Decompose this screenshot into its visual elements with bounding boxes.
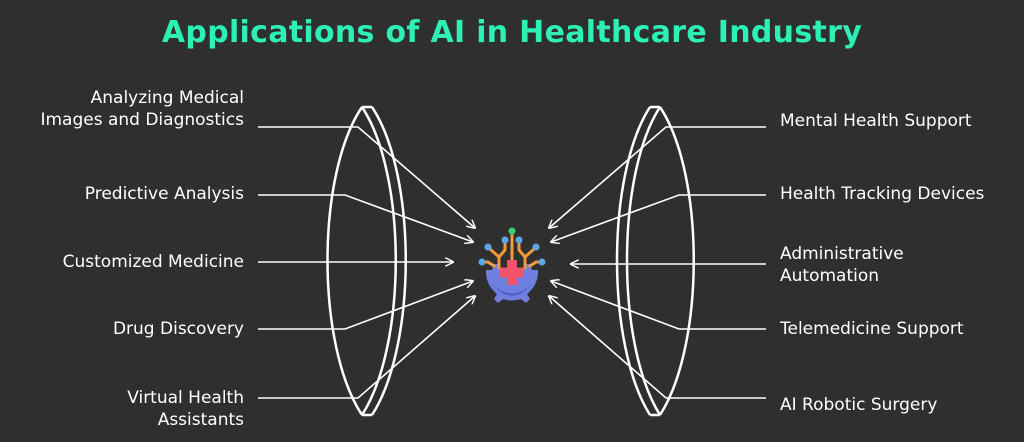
connector-line <box>549 296 766 399</box>
connector-line <box>549 126 766 228</box>
right-lens <box>615 105 695 417</box>
left-lens <box>326 105 407 417</box>
label-health-tracking-devices: Health Tracking Devices <box>780 184 985 204</box>
label-ai-robotic-surgery: AI Robotic Surgery <box>780 395 938 415</box>
page-title: Applications of AI in Healthcare Industr… <box>161 15 863 50</box>
ai-healthcare-gear-icon <box>478 227 546 303</box>
label-drug-discovery: Drug Discovery <box>112 319 244 339</box>
label-virtual-health-assistants: Virtual Health Assistants <box>127 388 244 430</box>
label-customized-medicine: Customized Medicine <box>62 252 244 272</box>
label-mental-health-support: Mental Health Support <box>780 111 972 131</box>
right-connectors <box>549 126 766 399</box>
left-connectors <box>258 126 475 399</box>
connector-line <box>258 281 473 330</box>
connector-line <box>551 194 766 242</box>
label-predictive-analysis: Predictive Analysis <box>84 184 244 204</box>
label-administrative-automation: Administrative Automation <box>780 244 904 286</box>
connector-line <box>258 194 473 242</box>
connector-line <box>258 296 475 399</box>
connector-line <box>258 126 475 228</box>
label-analyzing-medical-images: Analyzing Medical Images and Diagnostics <box>40 88 244 130</box>
label-telemedicine-support: Telemedicine Support <box>780 319 964 339</box>
connector-line <box>551 281 766 330</box>
